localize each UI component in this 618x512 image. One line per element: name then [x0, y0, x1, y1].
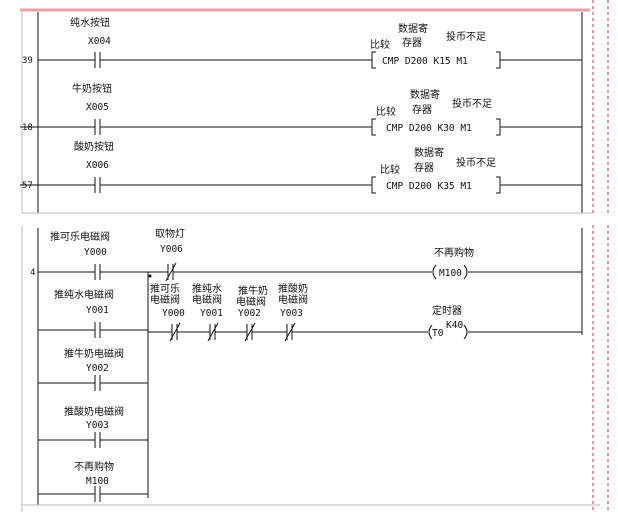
rung-1-wires [38, 51, 582, 69]
timer-preset: K40 [446, 320, 463, 331]
func-label-left: 比较 [380, 163, 400, 176]
func-label-top2: 存器 [412, 103, 432, 116]
parallel-row-y001 [38, 322, 148, 338]
parallel-row-y002 [38, 375, 148, 391]
contact-address: Y001 [86, 305, 109, 316]
contact-address: Y003 [86, 420, 109, 431]
contact-address: Y000 [84, 247, 107, 258]
contact-address: Y001 [200, 308, 223, 319]
contact-address: Y002 [238, 308, 261, 319]
timer-address: T0 [432, 328, 444, 339]
contact-address: Y003 [280, 308, 303, 319]
rung-3-wires [20, 176, 582, 194]
junction-dot [148, 274, 152, 278]
parallel-contact-y002: 推牛奶电磁阀 Y002 [64, 347, 124, 374]
coil-address: M100 [439, 268, 462, 279]
parallel-contact-y000: 推可乐电磁阀 Y000 [50, 230, 110, 258]
rung-number: 57 [22, 181, 33, 191]
func-label-left: 比较 [370, 38, 390, 51]
contact-label: 推可乐电磁阀 [50, 230, 110, 243]
rung-1: 39 纯水按钮 X004 数据寄 存器 投币不足 比较 CMP D200 K15… [22, 16, 486, 67]
parallel-contact-m100: 不再购物 M100 [74, 460, 114, 487]
contact-address: X006 [86, 160, 109, 171]
timer-rung-wires [148, 322, 582, 342]
coil-m100: 不再购物 M100 [434, 246, 474, 279]
contact-label: 推牛奶电磁阀 [64, 347, 124, 360]
nc-series-y002: 推牛奶 电磁阀 Y002 [236, 284, 268, 319]
contact-label-1: 推纯水 [192, 282, 222, 295]
rung-number: 4 [30, 268, 35, 278]
contact-address: M100 [86, 476, 109, 487]
parallel-contact-y003: 推酸奶电磁阀 Y003 [64, 405, 124, 431]
contact-label: 牛奶按钮 [72, 82, 112, 95]
contact-label-2: 电磁阀 [150, 293, 180, 306]
contact-label: 不再购物 [74, 460, 114, 473]
rung-3: 57 酸奶按钮 X006 数据寄 存器 投币不足 比较 CMP D200 K35… [22, 140, 496, 192]
func-label-right: 投币不足 [452, 97, 492, 110]
func-label-right: 投币不足 [446, 30, 486, 43]
contact-address: Y002 [86, 363, 109, 374]
parallel-contact-y001: 推纯水电磁阀 Y001 [54, 288, 114, 316]
contact-address: X004 [88, 36, 111, 47]
contact-label: 推纯水电磁阀 [54, 288, 114, 301]
nc-series-y003: 推酸奶 电磁阀 Y003 [278, 282, 308, 319]
func-label-top1: 数据寄 [398, 22, 428, 35]
timer-coil-t0: 定时器 T0 K40 [432, 304, 463, 339]
timer-label: 定时器 [432, 304, 462, 317]
func-label-top1: 数据寄 [410, 88, 440, 101]
contact-label: 取物灯 [155, 227, 185, 240]
coil-label: 不再购物 [434, 246, 474, 259]
rung-2: 18 牛奶按钮 X005 数据寄 存器 投币不足 比较 CMP D200 K30… [22, 82, 492, 134]
contact-label-1: 推酸奶 [278, 282, 308, 295]
contact-label: 推酸奶电磁阀 [64, 405, 124, 418]
rung-4-top-wires [38, 262, 582, 282]
parallel-row-m100 [38, 486, 148, 502]
nc-contact-y006: 取物灯 Y006 [155, 227, 185, 255]
parallel-row-y003 [38, 432, 148, 448]
func-instruction: CMP D200 K15 M1 [382, 56, 468, 67]
func-label-top2: 存器 [414, 161, 434, 174]
func-label-top2: 存器 [402, 36, 422, 49]
contact-label-2: 电磁阀 [192, 293, 222, 306]
rung-number: 39 [22, 56, 33, 66]
func-instruction: CMP D200 K30 M1 [386, 123, 472, 134]
func-label-right: 投币不足 [456, 156, 496, 169]
contact-label-2: 电磁阀 [236, 295, 266, 308]
contact-label-1: 推牛奶 [238, 284, 268, 297]
contact-label: 酸奶按钮 [74, 140, 114, 153]
func-label-left: 比较 [376, 105, 396, 118]
nc-series-y001: 推纯水 电磁阀 Y001 [192, 282, 223, 319]
rung-2-wires [20, 118, 582, 136]
func-instruction: CMP D200 K35 M1 [386, 181, 472, 192]
func-label-top1: 数据寄 [414, 146, 444, 159]
rung-number: 18 [22, 123, 33, 133]
contact-address: X005 [86, 102, 109, 113]
contact-address: Y006 [160, 244, 183, 255]
contact-address: Y000 [162, 308, 185, 319]
contact-label-2: 电磁阀 [278, 293, 308, 306]
contact-label: 纯水按钮 [70, 16, 110, 29]
contact-label-1: 推可乐 [150, 282, 180, 295]
nc-series-y000: 推可乐 电磁阀 Y000 [150, 282, 185, 319]
